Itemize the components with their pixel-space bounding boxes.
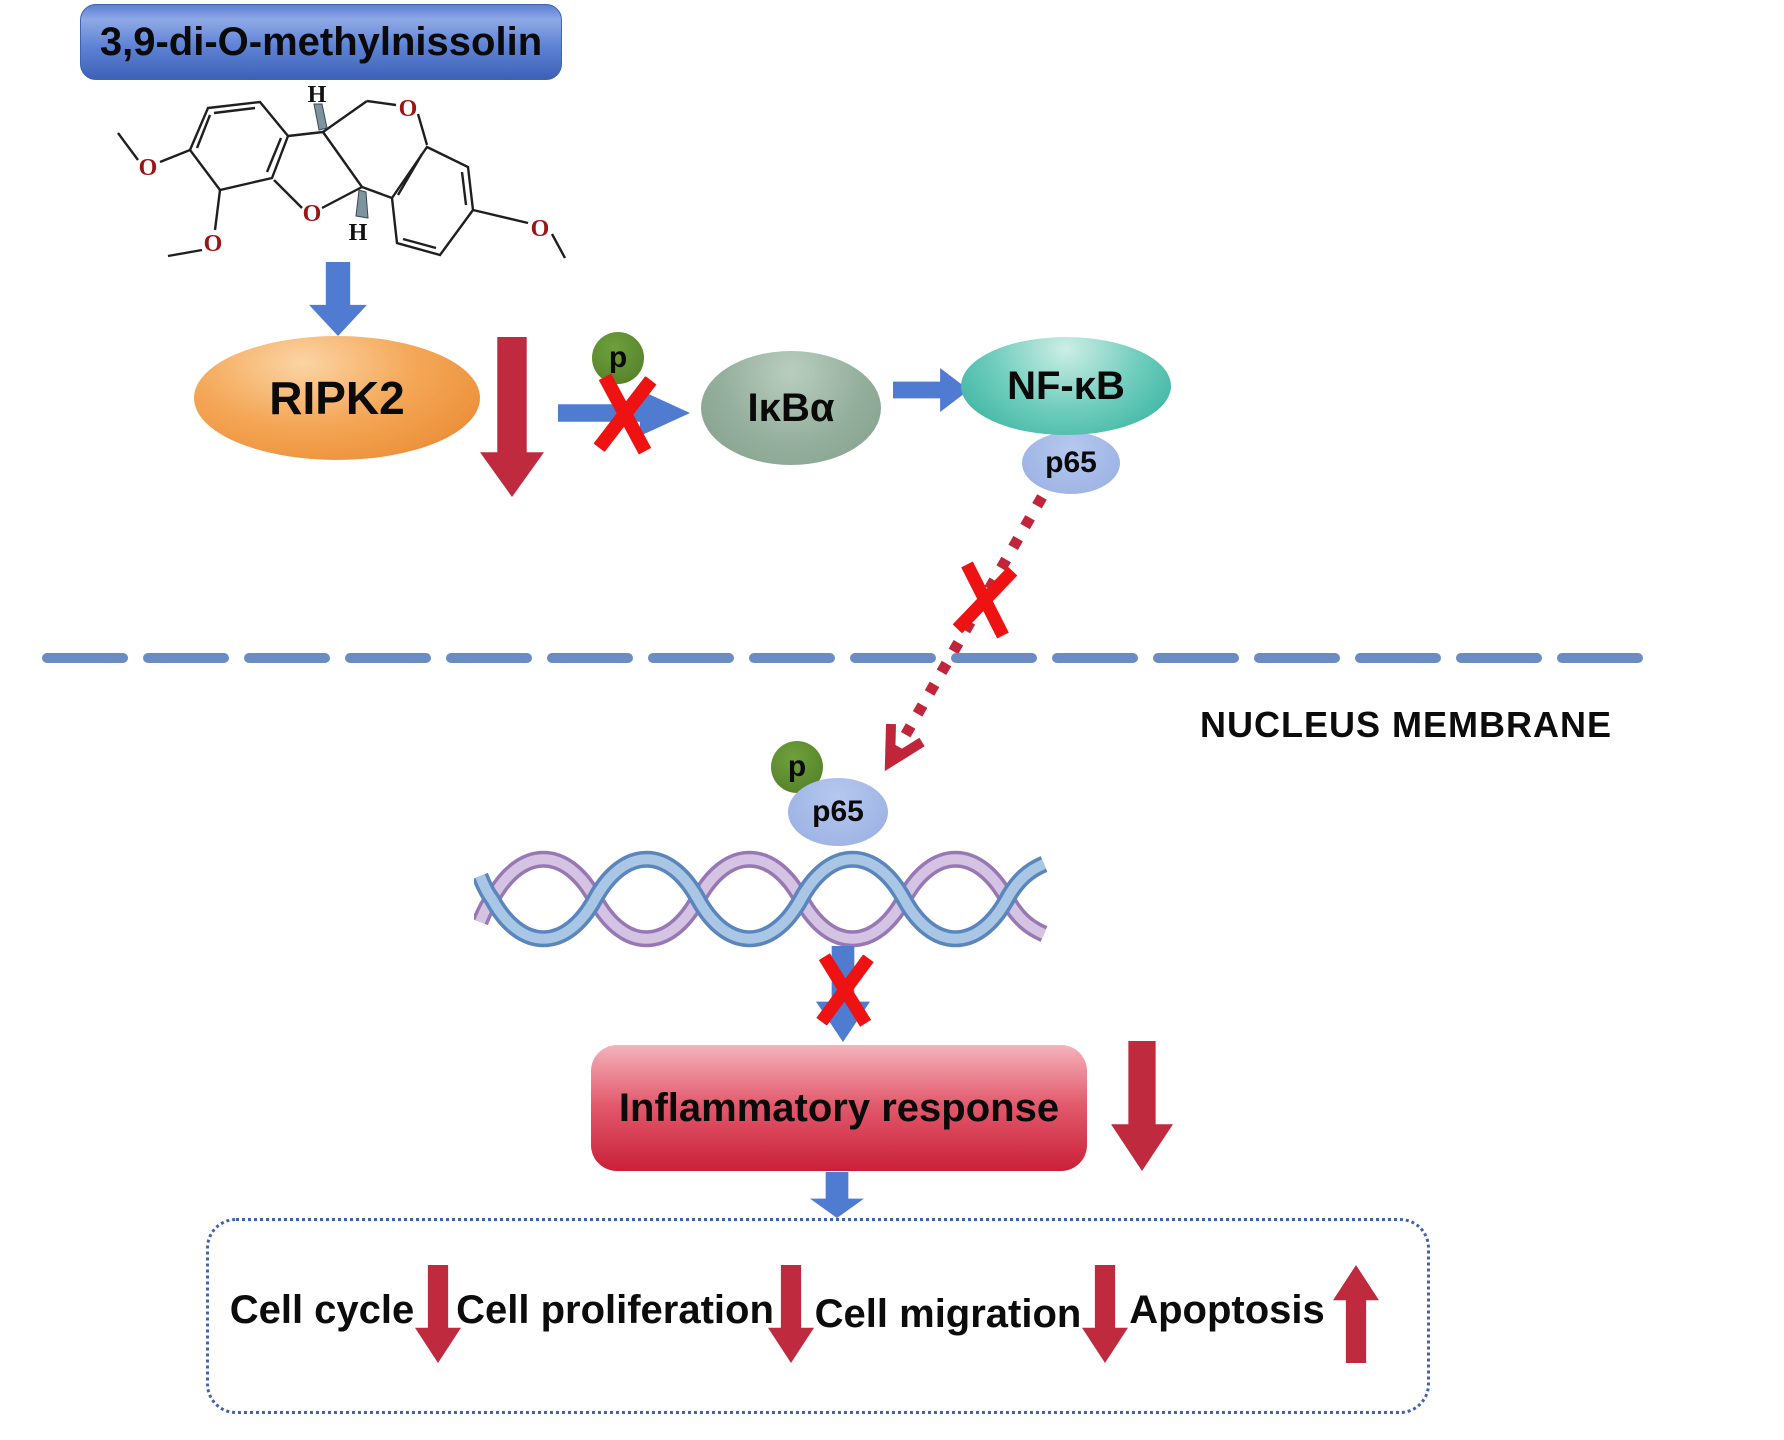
- outcome-label-text: Apoptosis: [1129, 1288, 1325, 1332]
- wedge-bond: [355, 189, 369, 219]
- arrow-inflammatory-to-outcomes: [810, 1172, 864, 1218]
- compound-title-box: 3,9-di-O-methylnissolin: [80, 4, 562, 80]
- inhibition-cross-translocation: [952, 561, 1018, 639]
- nucleus-membrane-line: [42, 653, 1647, 663]
- outcome-apoptosis: Apoptosis: [1129, 1288, 1325, 1333]
- node-p65-nucleus: p65: [788, 778, 888, 846]
- oxygen-atom-label: O: [204, 231, 223, 257]
- inflammatory-response-label: Inflammatory response: [618, 1085, 1060, 1130]
- p65-label: p65: [1045, 446, 1097, 479]
- inflammatory-decrease-arrow: [1111, 1041, 1173, 1171]
- ikba-label: IκBα: [747, 385, 835, 430]
- compound-structure: O O O O O H H: [117, 82, 567, 259]
- outcome-cell-proliferation: Cell proliferation: [456, 1288, 774, 1333]
- p65-label: p65: [812, 795, 864, 828]
- oxygen-atom-label: O: [399, 96, 418, 122]
- ripk2-label: RIPK2: [269, 372, 405, 424]
- outcome-label-text: Cell migration: [814, 1292, 1082, 1336]
- arrow-ikba-to-nfkb: [893, 368, 969, 412]
- wedge-bond: [313, 103, 328, 131]
- ripk2-decrease-arrow: [480, 337, 544, 497]
- node-p65-cytoplasm: p65: [1022, 432, 1120, 494]
- node-phospho-cytoplasm: p: [592, 332, 644, 384]
- nucleus-membrane-text: NUCLEUS MEMBRANE: [1200, 704, 1612, 745]
- oxygen-atom-label: O: [531, 216, 550, 242]
- outcome-label-text: Cell cycle: [229, 1288, 415, 1332]
- nfkb-label: NF-κB: [1007, 363, 1125, 408]
- node-nfkb: NF-κB: [961, 337, 1171, 435]
- oxygen-atom-label: O: [303, 201, 322, 227]
- node-ripk2: RIPK2: [194, 336, 480, 460]
- inhibition-cross-phosphorylation: [593, 373, 657, 455]
- hydrogen-atom-label: H: [308, 82, 327, 108]
- compound-title: 3,9-di-O-methylnissolin: [99, 19, 543, 64]
- outcomes-box: [206, 1218, 1430, 1414]
- dna-helix: [474, 850, 1048, 948]
- inhibition-cross-transcription: [816, 953, 874, 1027]
- phospho-label: p: [787, 750, 807, 783]
- nucleus-membrane-label: NUCLEUS MEMBRANE: [1200, 704, 1612, 746]
- inflammatory-response-box: Inflammatory response: [591, 1045, 1087, 1171]
- outcome-label-text: Cell proliferation: [456, 1288, 774, 1332]
- outcome-cell-cycle: Cell cycle: [230, 1288, 415, 1333]
- oxygen-atom-label: O: [139, 155, 158, 181]
- outcome-cell-migration: Cell migration: [815, 1292, 1082, 1337]
- blocked-translocation-arrow: [884, 494, 1047, 772]
- hydrogen-atom-label: H: [349, 220, 368, 246]
- phospho-label: p: [608, 341, 628, 374]
- node-ikba: IκBα: [701, 351, 881, 465]
